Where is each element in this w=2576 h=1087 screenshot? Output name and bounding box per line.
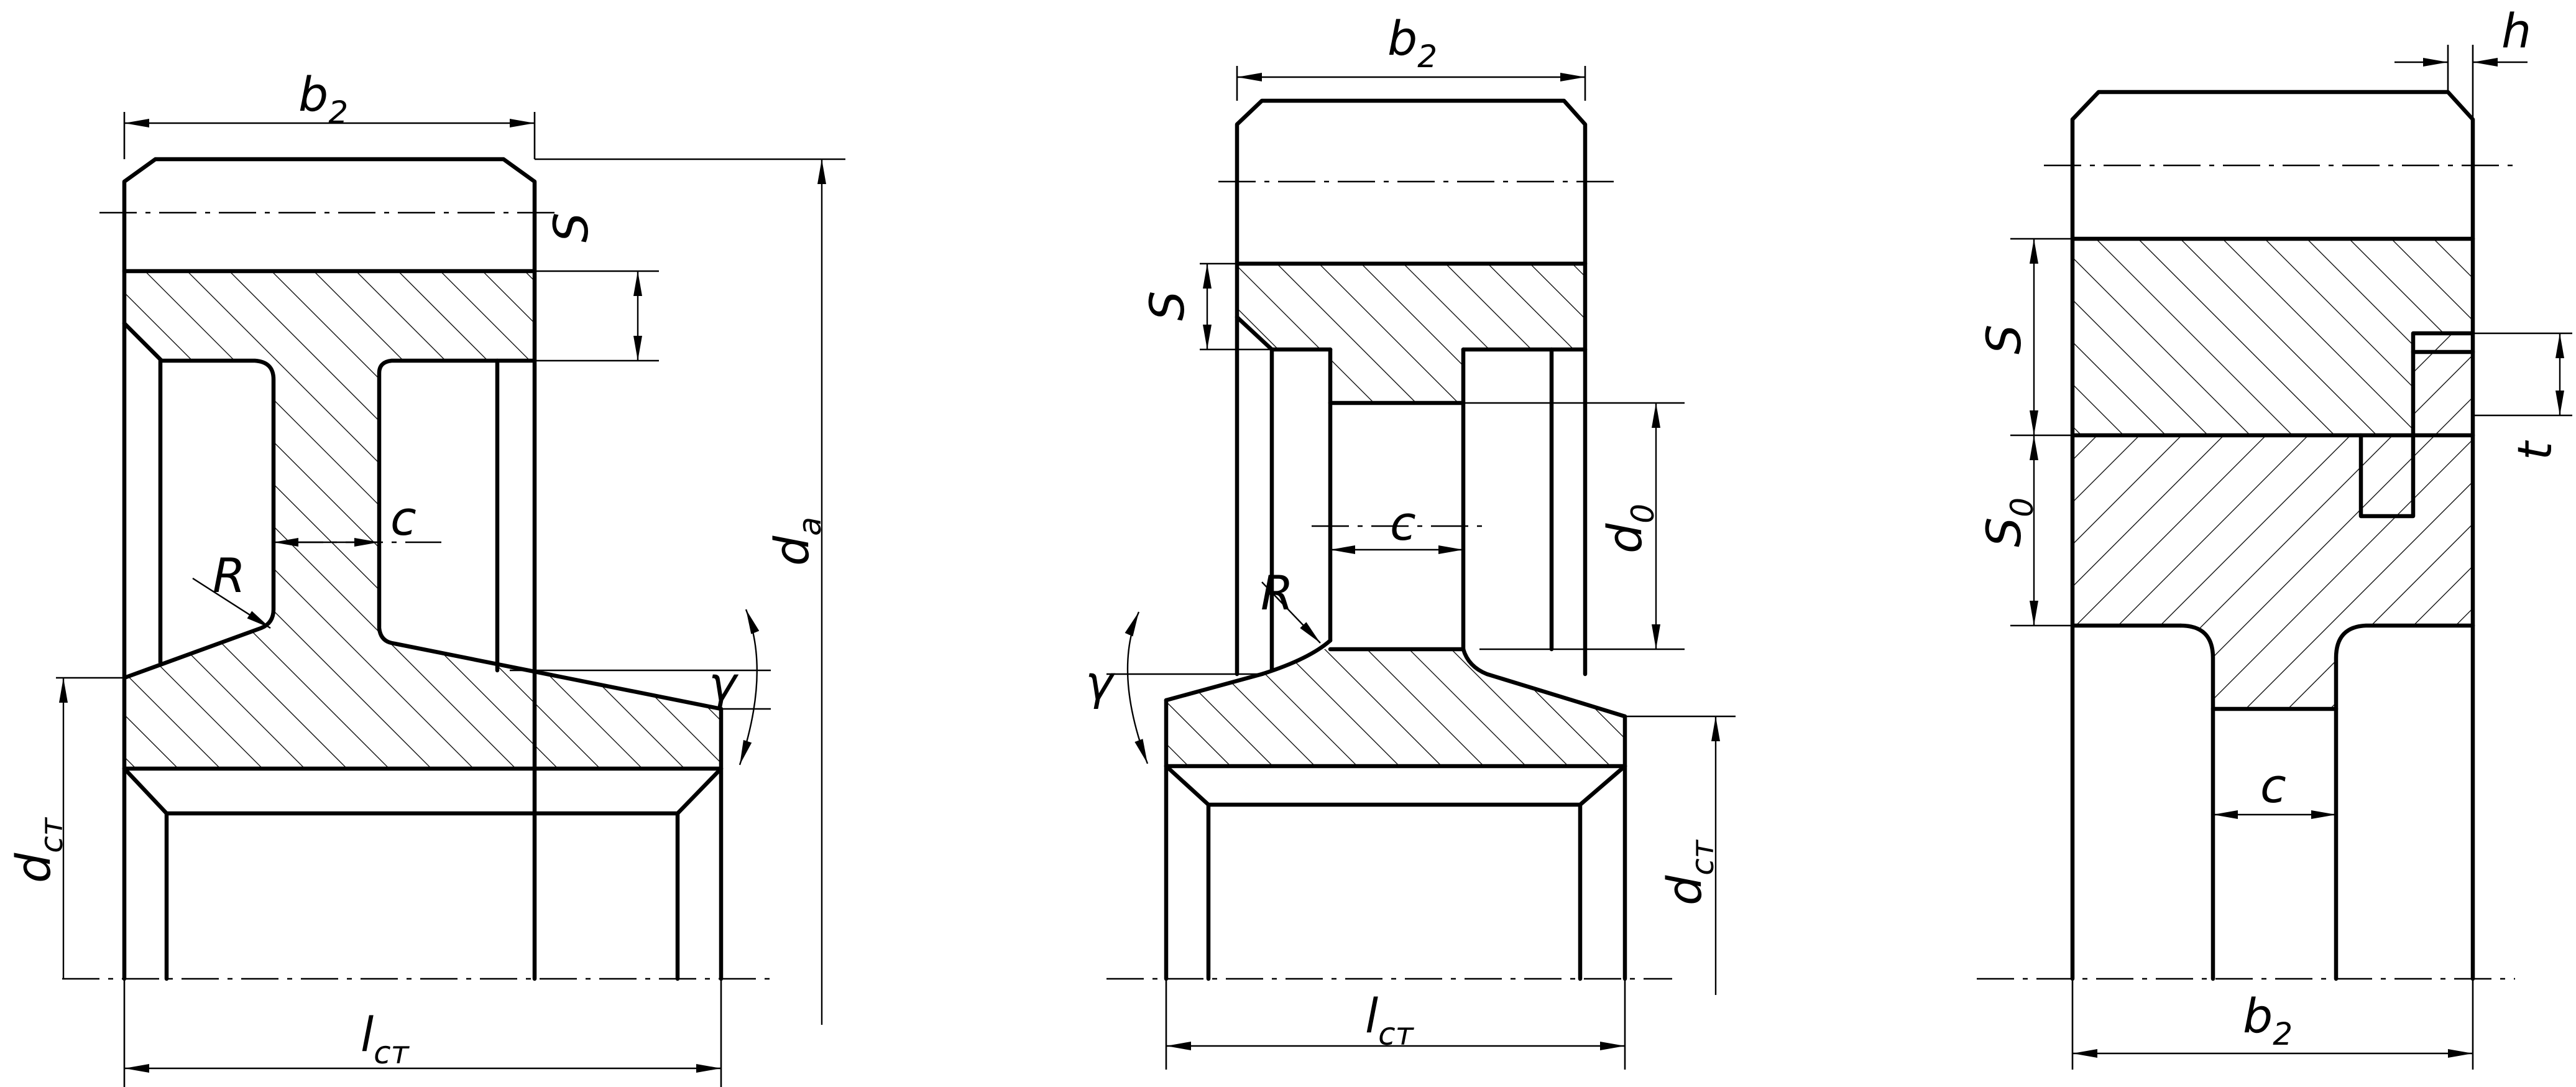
left-lst-label: lcт [361,1007,410,1071]
middle-c-label: c [1390,496,1416,551]
left-rim-web-section [124,271,721,769]
left-R-label: R [213,548,246,603]
right-b2-label: b2 [2243,988,2293,1052]
middle-gamma-label: γ [1085,655,1116,710]
view-middle-gear-section: b2 S c R γ d0 dcт lcт [1085,11,1736,1070]
middle-R-label: R [1261,565,1294,621]
middle-d0-label: d0 [1597,504,1661,553]
right-key-section [2413,333,2473,435]
left-gear-outline [122,157,537,981]
middle-lst-label: lcт [1365,988,1415,1052]
left-da-label: da [764,517,828,566]
right-hub-section [2072,435,2473,709]
right-key [2358,331,2475,519]
middle-S-label: S [1139,291,1195,321]
left-dst-label: dcт [6,816,70,883]
right-c-label: c [2260,758,2286,813]
middle-b2-label: b2 [1387,11,1437,75]
right-S0-label: S0 [1976,497,2040,547]
left-gamma-label: γ [709,656,739,711]
right-h-label: h [2501,3,2531,58]
right-S-label: S [1976,325,2031,354]
middle-rim-hub-section [1237,264,1585,403]
view-left-gear-section: b2 S c R γ da dcт lcт [6,67,845,1087]
left-c-label: c [390,491,416,546]
view-right-gear-section: h S S0 t c b2 [1976,3,2572,1070]
right-gear-outline [2070,90,2475,981]
left-b2-label: b2 [298,67,348,131]
right-rim-section [2072,239,2473,435]
middle-hub-section [1166,649,1625,766]
middle-dst-label: dcт [1657,839,1721,905]
left-S-label: S [543,213,599,243]
middle-gear-outline [1235,98,1588,677]
right-t-label: t [2507,440,2562,460]
